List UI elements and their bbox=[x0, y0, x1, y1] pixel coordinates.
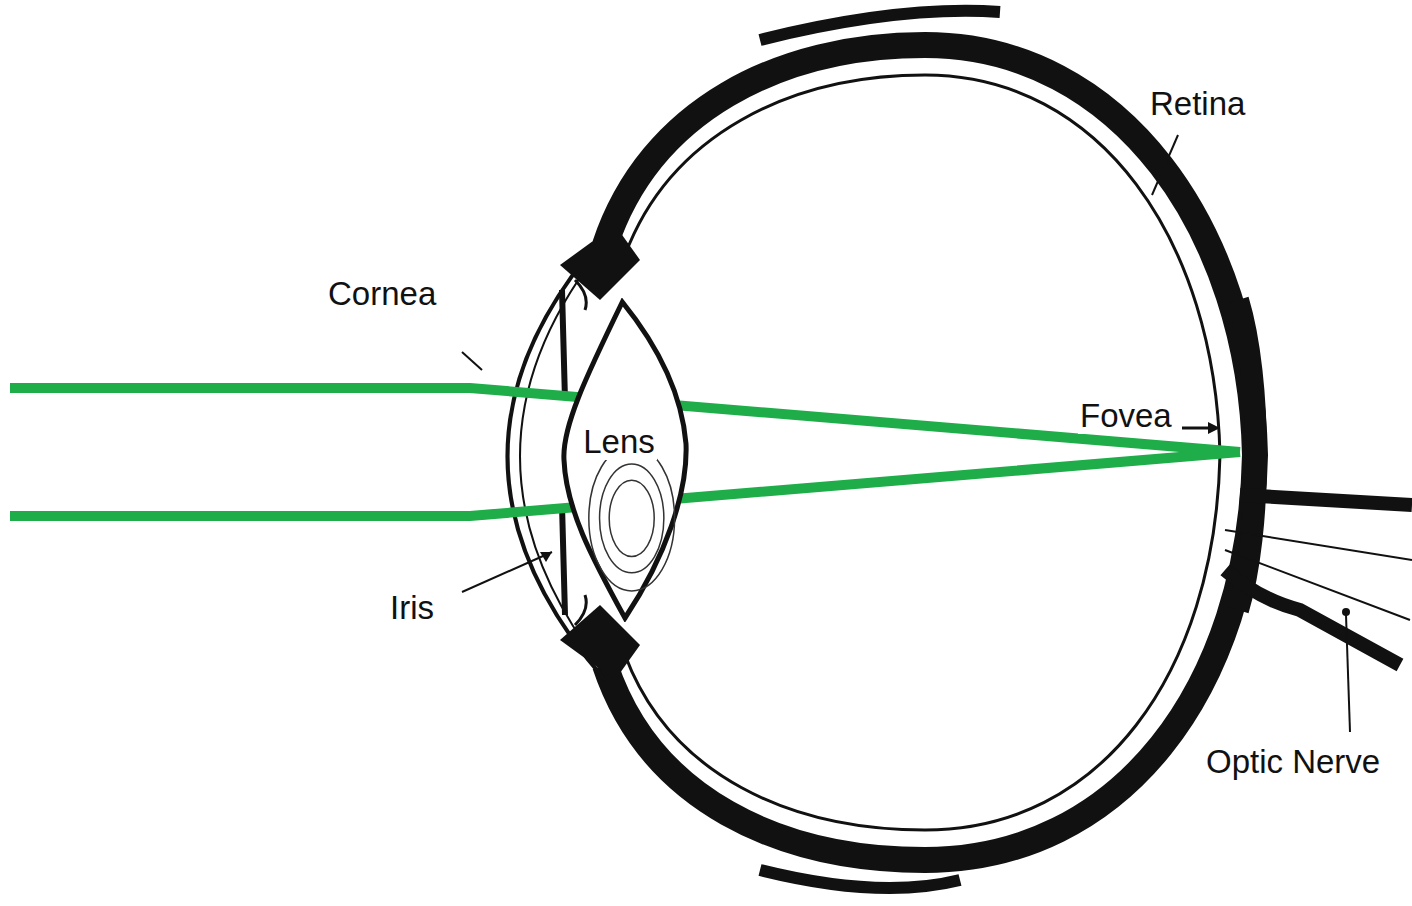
leader-dot bbox=[1342, 608, 1350, 616]
lens-shape: Lens bbox=[558, 298, 692, 622]
part-label: Lens bbox=[581, 424, 657, 460]
arrowhead bbox=[1208, 422, 1220, 434]
part-label: Cornea bbox=[326, 276, 438, 312]
leader-line bbox=[462, 552, 552, 592]
ciliary-body bbox=[560, 225, 640, 300]
arrowhead bbox=[540, 552, 552, 562]
part-label: Fovea bbox=[1078, 398, 1174, 434]
leader-line bbox=[1152, 135, 1178, 195]
leader-line bbox=[1182, 427, 1212, 430]
part-label: Iris bbox=[388, 590, 436, 626]
part-label: Retina bbox=[1148, 86, 1247, 122]
leader-line bbox=[462, 352, 482, 370]
part-label: Optic Nerve bbox=[1204, 744, 1382, 780]
optic-nerve bbox=[1240, 495, 1412, 505]
leader-line bbox=[1346, 615, 1350, 732]
sclera bbox=[1238, 300, 1256, 610]
sclera bbox=[605, 45, 1255, 860]
retina-layer bbox=[625, 75, 1220, 830]
optic-nerve bbox=[1225, 530, 1412, 620]
optic-nerve bbox=[1225, 570, 1400, 665]
